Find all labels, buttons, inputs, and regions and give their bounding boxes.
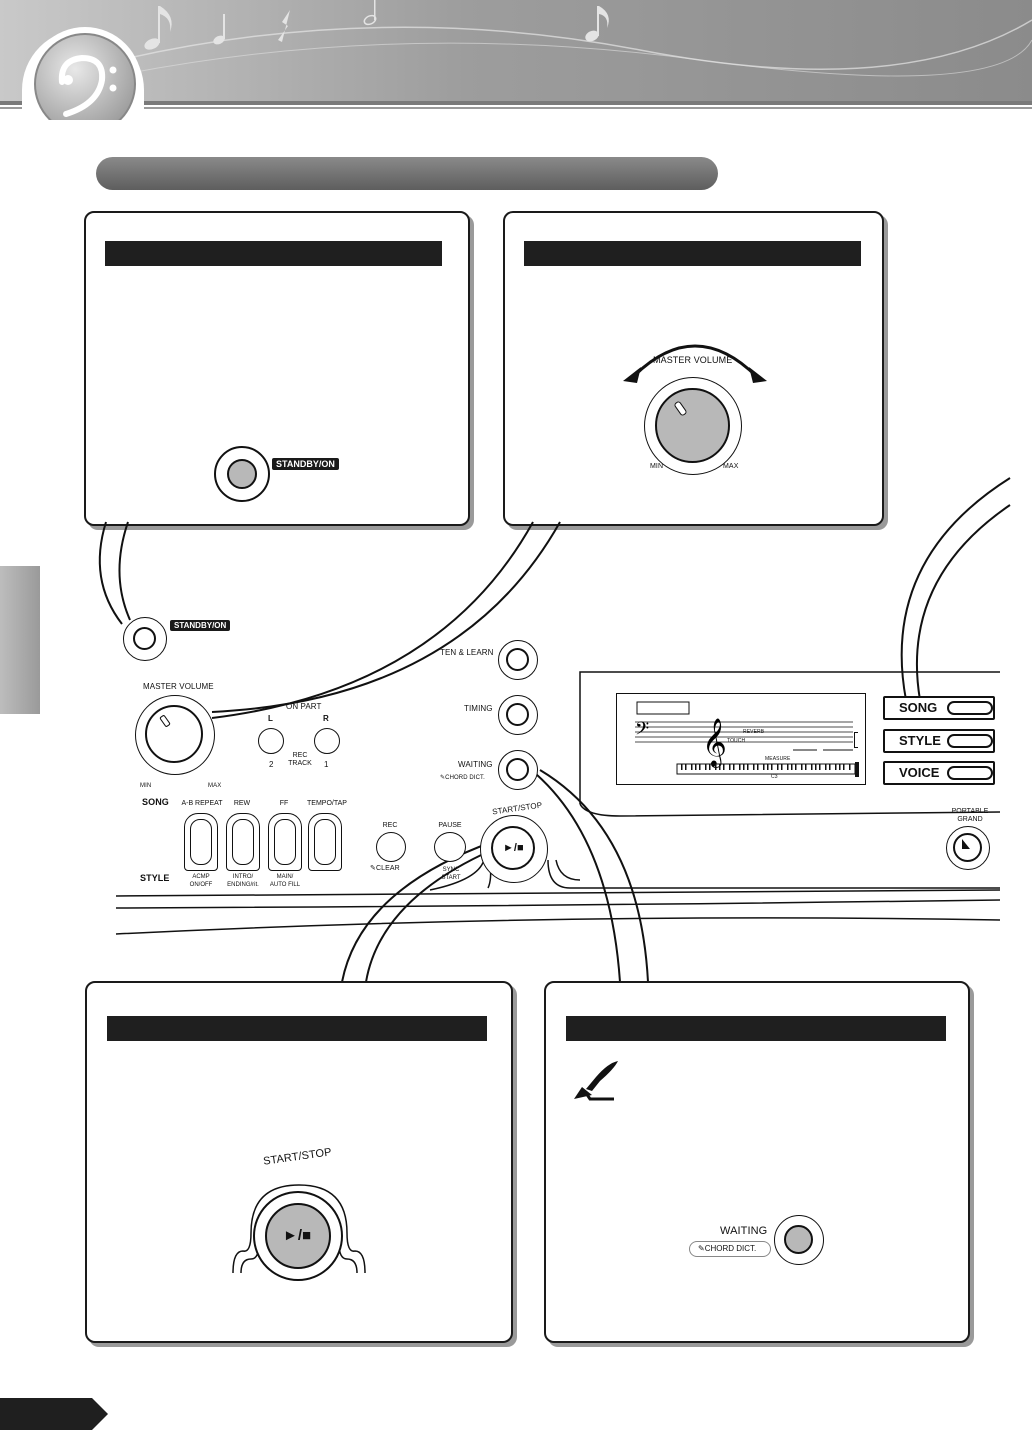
- start-stop-button-small[interactable]: ►/■: [480, 815, 548, 883]
- main-label: MAIN/ AUTO FILL: [269, 874, 301, 888]
- ff-button[interactable]: [268, 813, 302, 871]
- panel-heading-bar: [524, 241, 861, 266]
- volume-panel: MASTER VOLUME MIN MAX: [503, 211, 884, 526]
- volume-arrows: [623, 344, 767, 383]
- clear-label: ✎CLEAR: [370, 865, 400, 872]
- lcd-measure: MEASURE: [765, 756, 791, 762]
- voice-button[interactable]: VOICE: [883, 761, 995, 785]
- section-title-bar: [96, 157, 718, 190]
- lcd-reverb: REVERB: [743, 729, 765, 735]
- volume-min: MIN: [650, 463, 664, 470]
- panel-heading-bar: [107, 1016, 487, 1041]
- start-stop-button[interactable]: ►/■: [253, 1191, 343, 1281]
- timing-label: TIMING: [464, 704, 493, 713]
- song-button[interactable]: SONG: [883, 696, 995, 720]
- voice-button-label: VOICE: [899, 765, 940, 780]
- panel-heading-bar: [566, 1016, 946, 1041]
- lesson-l-button[interactable]: [258, 728, 284, 754]
- lesson-r-label: R: [323, 714, 329, 723]
- listen-learn-button[interactable]: [498, 640, 538, 680]
- waiting-label: WAITING: [458, 760, 493, 769]
- pause-label: PAUSE: [438, 822, 462, 829]
- display-bracket: [854, 732, 858, 748]
- timing-button[interactable]: [498, 695, 538, 735]
- track-2-label: 2: [269, 760, 274, 769]
- piano-icon: [962, 839, 970, 849]
- rew-label: REW: [233, 800, 251, 807]
- volume-title: MASTER VOLUME: [653, 355, 733, 365]
- start-stop-panel: START/STOP ►/■: [85, 981, 513, 1343]
- rec-button[interactable]: [376, 832, 406, 862]
- standby-panel: STANDBY/ON: [84, 211, 470, 526]
- track-1-label: 1: [324, 760, 329, 769]
- waiting-button-large[interactable]: [774, 1215, 824, 1265]
- ab-repeat-button[interactable]: [184, 813, 218, 871]
- listen-learn-label: TEN & LEARN: [440, 648, 494, 657]
- tempo-tap-button[interactable]: [308, 813, 342, 871]
- rew-button[interactable]: [226, 813, 260, 871]
- chapter-side-tab: [0, 566, 40, 714]
- chord-dict-tag-text: CHORD DICT.: [704, 1244, 757, 1253]
- pause-button[interactable]: [434, 832, 466, 862]
- lesson-part-label: ON PART: [286, 702, 322, 711]
- standby-button[interactable]: [214, 446, 270, 502]
- tempo-tap-label: TEMPO/TAP: [307, 800, 347, 807]
- master-volume-knob[interactable]: [644, 377, 742, 475]
- ab-repeat-label: A-B REPEAT: [181, 800, 223, 807]
- page-number-tab: [0, 1398, 108, 1430]
- intro-label: INTRO/ ENDING/rit.: [227, 874, 259, 888]
- rec-track-label: REC TRACK: [288, 752, 312, 767]
- portable-grand-label: PORTABLE GRAND: [951, 808, 989, 823]
- portable-grand-button[interactable]: [946, 826, 990, 870]
- chord-dict-label: ✎CHORD DICT.: [440, 775, 485, 781]
- max-label: MAX: [208, 783, 222, 789]
- play-stop-icon: ►/■: [503, 842, 524, 854]
- lesson-l-label: L: [268, 714, 273, 723]
- pen-icon: [574, 1061, 618, 1101]
- lesson-r-button[interactable]: [314, 728, 340, 754]
- play-stop-icon: ►/■: [283, 1227, 312, 1244]
- page-header: [0, 0, 1032, 120]
- rec-label: REC: [382, 822, 398, 829]
- min-label: MIN: [140, 783, 152, 789]
- music-note-icon: [144, 0, 609, 50]
- acmp-label: ACMP ON/OFF: [189, 874, 213, 888]
- song-button-label: SONG: [899, 700, 938, 715]
- style-button[interactable]: STYLE: [883, 729, 995, 753]
- chord-dict-tag: ✎CHORD DICT.: [689, 1241, 771, 1257]
- sync-start-label: SYNC START: [441, 867, 461, 881]
- volume-max: MAX: [723, 463, 739, 470]
- master-volume-label: MASTER VOLUME: [143, 682, 214, 691]
- style-row-label: STYLE: [140, 873, 170, 883]
- lcd-c3: C3: [771, 774, 778, 780]
- waiting-title: WAITING: [720, 1225, 768, 1237]
- bass-clef-icon: [58, 54, 117, 117]
- lcd-display: 𝄢 𝄞 REVERB TOUCH MEASURE C3: [616, 693, 866, 785]
- style-button-label: STYLE: [899, 733, 941, 748]
- clear-text: CLEAR: [375, 865, 400, 872]
- treble-clef-icon: 𝄞: [702, 717, 727, 768]
- waiting-panel: WAITING ✎CHORD DICT.: [544, 981, 970, 1343]
- song-row-label: SONG: [142, 797, 169, 807]
- bass-clef-icon: 𝄢: [635, 719, 649, 744]
- chord-dict-text: CHORD DICT.: [445, 775, 485, 781]
- ff-label: FF: [279, 800, 289, 807]
- standby-tag: STANDBY/ON: [272, 458, 339, 470]
- panel-heading-bar: [105, 241, 442, 266]
- waiting-button[interactable]: [498, 750, 538, 790]
- display-indicator: [855, 762, 859, 777]
- lcd-touch: TOUCH: [727, 738, 746, 744]
- standby-tag-small: STANDBY/ON: [170, 620, 231, 631]
- standby-button-small[interactable]: [123, 617, 167, 661]
- master-volume-knob-small[interactable]: [135, 695, 215, 775]
